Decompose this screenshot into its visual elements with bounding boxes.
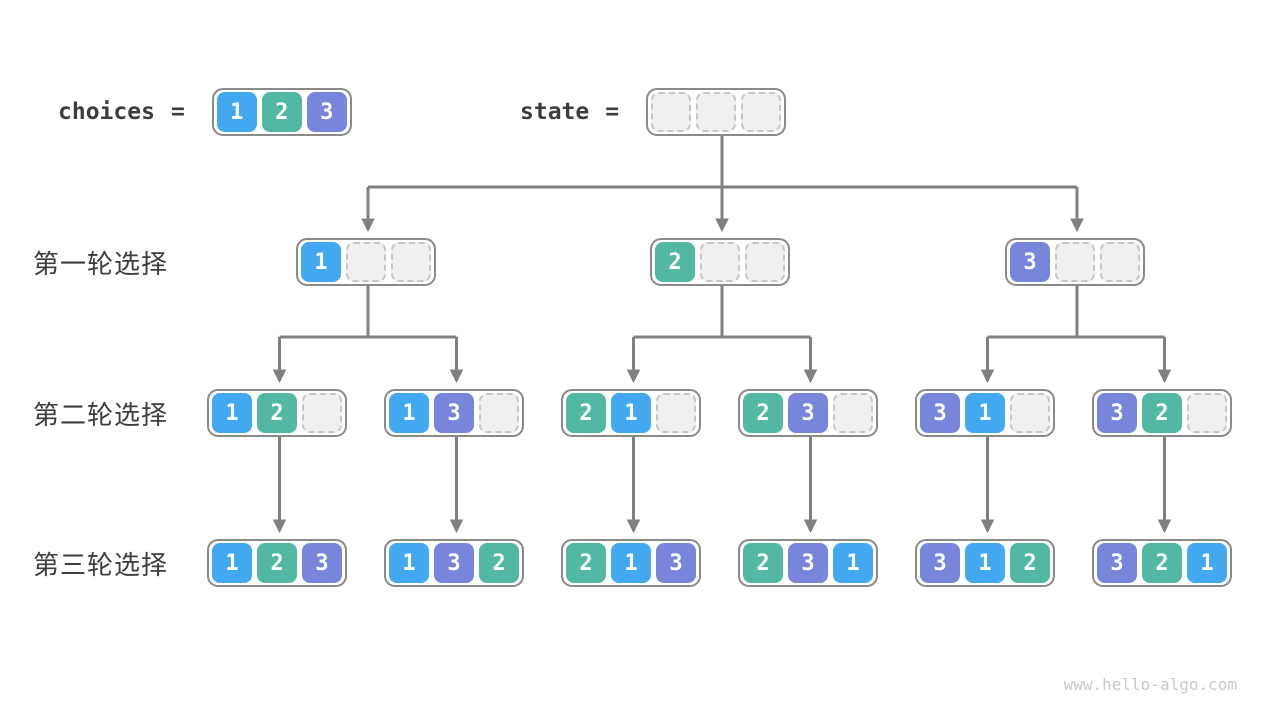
value-cell: 2	[655, 242, 695, 282]
empty-cell	[651, 92, 692, 132]
empty-cell	[741, 92, 782, 132]
value-cell: 1	[965, 543, 1005, 583]
value-cell: 3	[788, 543, 828, 583]
value-cell: 2	[257, 543, 297, 583]
round-2-label: 第二轮选择	[33, 399, 169, 430]
round-3-label: 第三轮选择	[33, 549, 169, 580]
value-cell: 1	[212, 393, 252, 433]
equals-sign: =	[605, 99, 620, 125]
value-cell: 3	[1097, 543, 1137, 583]
round-1-label: 第一轮选择	[33, 248, 169, 279]
empty-cell	[346, 242, 386, 282]
value-cell: 2	[566, 393, 606, 433]
empty-cell	[696, 92, 737, 132]
empty-cell	[1055, 242, 1095, 282]
value-cell: 3	[1097, 393, 1137, 433]
value-cell: 1	[301, 242, 341, 282]
empty-cell	[302, 393, 342, 433]
empty-cell	[479, 393, 519, 433]
value-cell: 3	[434, 543, 474, 583]
choices-label: choices	[58, 99, 155, 125]
value-cell: 1	[389, 543, 429, 583]
value-cell: 1	[212, 543, 252, 583]
value-cell: 2	[1142, 393, 1182, 433]
value-cell: 3	[920, 393, 960, 433]
empty-cell	[656, 393, 696, 433]
value-cell: 3	[788, 393, 828, 433]
state-expression: state =	[520, 88, 787, 136]
value-cell: 2	[743, 543, 783, 583]
value-cell: 1	[833, 543, 873, 583]
empty-cell	[700, 242, 740, 282]
value-cell: 1	[611, 543, 651, 583]
value-cell: 2	[1142, 543, 1182, 583]
value-cell: 2	[261, 92, 302, 132]
empty-cell	[391, 242, 431, 282]
empty-cell	[1100, 242, 1140, 282]
website-watermark: www.hello-algo.com	[1063, 675, 1237, 694]
state-node: 2	[650, 238, 790, 286]
value-cell: 2	[743, 393, 783, 433]
value-cell: 3	[434, 393, 474, 433]
equals-sign: =	[170, 99, 185, 125]
empty-cell	[1187, 393, 1227, 433]
value-cell: 2	[479, 543, 519, 583]
value-cell: 2	[1010, 543, 1050, 583]
state-box	[646, 88, 787, 136]
value-cell: 1	[1187, 543, 1227, 583]
value-cell: 3	[306, 92, 347, 132]
empty-cell	[833, 393, 873, 433]
empty-cell	[1010, 393, 1050, 433]
value-cell: 1	[389, 393, 429, 433]
value-cell: 2	[566, 543, 606, 583]
state-node: 1	[296, 238, 436, 286]
state-label: state	[520, 99, 590, 125]
value-cell: 3	[302, 543, 342, 583]
value-cell: 2	[257, 393, 297, 433]
value-cell: 1	[611, 393, 651, 433]
value-cell: 3	[1010, 242, 1050, 282]
empty-cell	[745, 242, 785, 282]
state-node: 3	[1005, 238, 1145, 286]
value-cell: 3	[656, 543, 696, 583]
value-cell: 3	[920, 543, 960, 583]
value-cell: 1	[216, 92, 257, 132]
value-cell: 1	[965, 393, 1005, 433]
